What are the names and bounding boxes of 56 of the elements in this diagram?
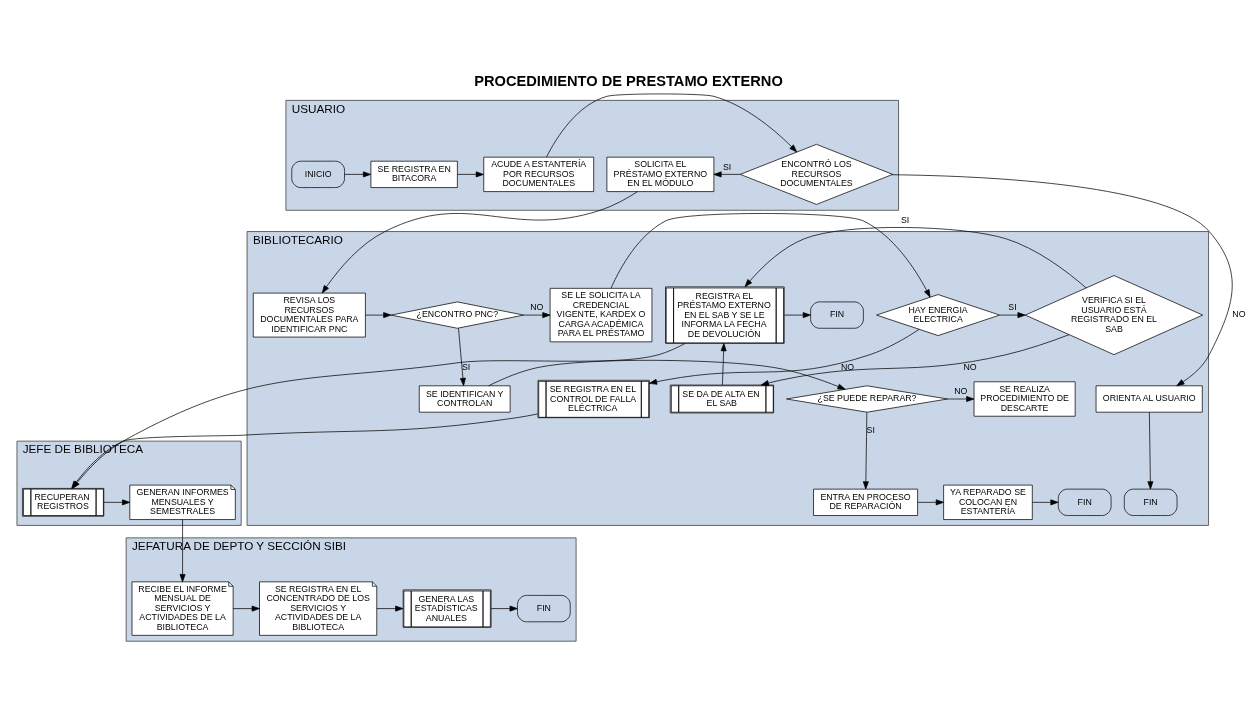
- node-box: INICIO: [291, 160, 345, 188]
- edge-label: NO: [530, 301, 544, 312]
- arrow: [103, 498, 131, 505]
- node-box: ACUDE A ESTANTERÍA POR RECURSOS DOCUMENTALES: [483, 156, 595, 192]
- edge-label: NO: [1232, 308, 1246, 319]
- diagram-title: PROCEDIMIENTO DE PRESTAMO EXTERNO: [474, 72, 783, 89]
- arrow: [649, 328, 920, 385]
- arrow: [760, 333, 1070, 386]
- node-box: ENTRA EN PROCESO DE REPARACIÓN: [813, 488, 918, 516]
- node-box: FIN: [1123, 488, 1178, 516]
- arrow: [713, 170, 741, 177]
- arrow: [784, 311, 811, 318]
- node-box: YA REPARADO SE COLOCAN EN ESTANTERÍA: [943, 484, 1033, 520]
- edge-label: SI: [866, 424, 875, 435]
- arrow: [1147, 411, 1154, 489]
- arrow: [1032, 498, 1059, 505]
- arrow: [458, 327, 466, 386]
- node-box: ORIENTA AL USUARIO: [1095, 384, 1203, 413]
- node-box: SE LE SOLICITA LA CREDENCIAL VIGENTE, KARDEX O CARGA ACADÉMICA PARA EL PRÉSTAMO: [549, 287, 653, 342]
- arrow: [179, 518, 186, 582]
- arrow: [321, 190, 638, 293]
- arrow: [457, 170, 484, 177]
- arrow: [546, 93, 798, 157]
- edge-label: NO: [954, 385, 968, 396]
- node-box: SE REALIZA PROCEDIMIENTO DE DESCARTE: [973, 380, 1076, 417]
- arrow: [488, 359, 846, 390]
- arrow: [344, 170, 372, 177]
- arrow: [232, 605, 260, 612]
- arrow: [891, 173, 1233, 386]
- arrow: [862, 411, 869, 489]
- edge-label: NO: [963, 361, 977, 372]
- node-box: FIN: [1057, 488, 1112, 516]
- arrow: [999, 311, 1026, 318]
- node-diamond: VERIFICA SI EL USUARIO ESTÁ REGISTRADO EN EL SAB: [1024, 274, 1204, 355]
- arrow: [947, 395, 975, 402]
- node-box: REVISA LOS RECURSOS DOCUMENTALES PARA IDENTIFICAR PNC: [252, 292, 366, 337]
- edge-label: SI: [722, 161, 732, 172]
- arrow: [376, 605, 404, 612]
- arrow: [490, 605, 518, 612]
- arrow: [720, 342, 727, 385]
- node-box: SE IDENTIFICAN Y CONTROLAN: [418, 384, 511, 413]
- edge-label: SI: [462, 361, 471, 372]
- arrow: [917, 498, 944, 505]
- node-box: FIN: [810, 301, 864, 329]
- edge-label: NO: [841, 361, 855, 372]
- node-box: SOLICITA EL PRÉSTAMO EXTERNO EN EL MÓDULO: [606, 156, 715, 192]
- node-box: SE REGISTRA EN BITACORA: [370, 160, 458, 188]
- node-diamond: HAY ENERGIA ELECTRICA: [876, 293, 1001, 336]
- arrow: [744, 226, 1087, 288]
- edge-label: SI: [901, 214, 910, 225]
- arrow: [365, 311, 392, 318]
- edge-label: SI: [1008, 301, 1017, 312]
- arrow: [610, 212, 931, 298]
- arrow: [523, 311, 551, 318]
- node-diamond: ¿ENCONTRO PNC?: [390, 301, 525, 329]
- node-box: FIN: [517, 594, 571, 622]
